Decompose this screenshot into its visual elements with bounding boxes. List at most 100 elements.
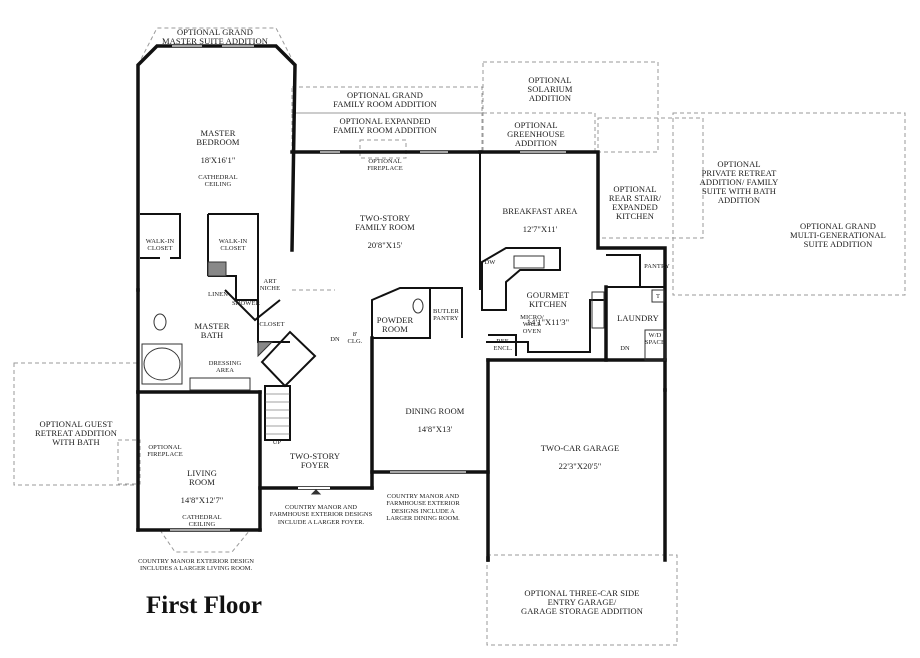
dining-note: COUNTRY MANOR AND FARMHOUSE EXTERIOR DES… xyxy=(386,493,460,523)
living-room-note: CATHEDRAL CEILING xyxy=(182,514,222,528)
family-window-2-pane xyxy=(420,150,448,154)
guest-retreat-addition-label: OPTIONAL GUEST RETREAT ADDITION WITH BAT… xyxy=(35,419,117,447)
foyer-stair-2 xyxy=(264,385,291,441)
private-retreat-addition-outline xyxy=(597,117,704,239)
master-bedroom-note: CATHEDRAL CEILING xyxy=(198,174,238,188)
gourmet-kitchen-dims: 14'1"X11'3" xyxy=(526,317,570,327)
t-tub-label: T xyxy=(655,293,661,300)
laundry-label: LAUNDRY xyxy=(617,313,659,323)
master-toilet xyxy=(153,313,167,331)
multigen-addition-label: OPTIONAL GRAND MULTI-GENERATIONAL SUITE … xyxy=(790,221,886,249)
linen-label: LINEN xyxy=(208,291,228,298)
dining-window-pane xyxy=(390,470,466,474)
family-fireplace-label: OPTIONAL FIREPLACE xyxy=(367,158,403,172)
dining-room-name: DINING ROOM xyxy=(405,406,465,416)
living-window-pane xyxy=(170,528,230,532)
master-bedroom-dims: 18'X16'1" xyxy=(200,155,236,165)
pantry-walls xyxy=(606,254,641,288)
family-room-label: TWO-STORY FAMILY ROOM 20'8"X15' xyxy=(330,205,440,259)
butler-pantry-walls xyxy=(430,287,463,338)
ceiling-8-label: 8' CLG. xyxy=(347,331,363,345)
stair-treads xyxy=(265,393,290,435)
living-fireplace-outline xyxy=(117,439,141,485)
washer-dryer xyxy=(644,329,666,361)
up-label: UP xyxy=(272,439,282,446)
breakfast-area-name: BREAKFAST AREA xyxy=(502,206,578,216)
walkin-closet-1-label: WALK-IN CLOSET xyxy=(145,238,175,252)
grand-family-addition-label: OPTIONAL GRAND FAMILY ROOM ADDITION xyxy=(333,90,437,109)
powder-toilet xyxy=(412,298,424,314)
walls xyxy=(136,44,667,562)
art-niche-label: ART NICHE xyxy=(259,278,281,292)
fixtures xyxy=(141,255,666,495)
master-window-2-pane xyxy=(222,44,254,48)
foyer-note: COUNTRY MANOR AND FARMHOUSE EXTERIOR DES… xyxy=(269,504,373,526)
laundry-tub xyxy=(651,289,665,303)
three-car-garage-label: OPTIONAL THREE-CAR SIDE ENTRY GARAGE/ GA… xyxy=(520,588,644,616)
greenhouse-addition-label: OPTIONAL GREENHOUSE ADDITION xyxy=(507,120,565,148)
family-fireplace-outline xyxy=(359,139,407,159)
ref-encl-label: REF. ENCL. xyxy=(493,338,513,352)
micro-wall-oven-label: MICRO/ WALL OVEN xyxy=(520,314,544,335)
foyer-label: TWO-STORY FOYER xyxy=(289,451,341,470)
living-room-dims: 14'8"X12'7" xyxy=(180,495,224,505)
dw-label: DW xyxy=(484,259,496,266)
powder-room-label: POWDER ROOM xyxy=(376,315,414,334)
dining-room-dims: 14'8"X13' xyxy=(417,424,453,434)
wd-space-label: W/D SPACE xyxy=(644,332,666,346)
powder-room-walls xyxy=(371,287,431,339)
stair-tread-lines xyxy=(265,393,290,435)
walkin-closet-2-walls xyxy=(208,213,259,262)
shower-label: SHOWER xyxy=(231,300,261,307)
three-car-garage-outline xyxy=(486,554,678,646)
garage-label: TWO-CAR GARAGE 22'3"X20'5" xyxy=(520,435,640,480)
vanity xyxy=(189,377,251,391)
foyer-stair xyxy=(260,330,317,388)
bathtub xyxy=(143,347,181,381)
shower-diagonal xyxy=(224,289,281,322)
master-suite-addition-label: OPTIONAL GRAND MASTER SUITE ADDITION xyxy=(162,27,268,46)
dn-2-label: DN xyxy=(620,345,630,352)
living-fireplace-label: OPTIONAL FIREPLACE xyxy=(147,444,183,458)
bathtub-box xyxy=(141,343,183,385)
pantry-label: PANTRY xyxy=(644,263,670,270)
walkin-closet-2-label: WALK-IN CLOSET xyxy=(218,238,248,252)
gourmet-kitchen-label: GOURMET KITCHEN 14'1"X11'3" xyxy=(510,282,586,336)
private-retreat-addition-label: OPTIONAL PRIVATE RETREAT ADDITION/ FAMIL… xyxy=(699,159,779,205)
ref-enclosure xyxy=(488,334,517,356)
closet-label: CLOSET xyxy=(259,321,285,328)
closet-shade xyxy=(257,341,274,358)
kitchen-counter xyxy=(486,299,606,353)
living-room-name: LIVING ROOM xyxy=(187,468,217,487)
master-bedroom-walls xyxy=(136,44,297,292)
rear-stair-label: OPTIONAL REAR STAIR/ EXPANDED KITCHEN xyxy=(608,184,662,221)
entry-arrow xyxy=(310,489,322,495)
master-bedroom-name: MASTER BEDROOM xyxy=(196,128,240,147)
breakfast-window-pane xyxy=(520,150,566,154)
solarium-addition-label: OPTIONAL SOLARIUM ADDITION xyxy=(527,75,573,103)
breakfast-area-label: BREAKFAST AREA 12'7"X11' xyxy=(490,198,590,243)
dressing-area-label: DRESSING AREA xyxy=(208,360,242,374)
butler-pantry-label: BUTLER PANTRY xyxy=(433,308,459,322)
cooktop xyxy=(591,291,605,329)
living-note: COUNTRY MANOR EXTERIOR DESIGN INCLUDES A… xyxy=(138,558,254,573)
windows xyxy=(170,45,566,531)
kitchen-island xyxy=(481,247,561,311)
living-room-label: LIVING ROOM 14'8"X12'7" CATHEDRAL CEILIN… xyxy=(165,460,239,537)
family-room-name: TWO-STORY FAMILY ROOM xyxy=(355,213,415,232)
master-bedroom-label: MASTER BEDROOM 18'X16'1" CATHEDRAL CEILI… xyxy=(180,120,256,197)
family-window-1-pane xyxy=(320,150,340,154)
greenhouse-addition-outline xyxy=(482,112,596,154)
garage-dims: 22'3"X20'5" xyxy=(558,461,602,471)
window-panes xyxy=(170,44,566,532)
family-room-dims: 20'8"X15' xyxy=(367,240,403,250)
dn-1-label: DN xyxy=(330,336,340,343)
floor-title: First Floor xyxy=(146,592,262,619)
kitchen-sink xyxy=(513,255,545,269)
dining-room-label: DINING ROOM 14'8"X13' xyxy=(385,398,485,443)
master-window-1-pane xyxy=(172,44,202,48)
master-suite-addition-outline xyxy=(137,27,296,66)
multigen-addition-outline xyxy=(672,112,906,296)
garage-name: TWO-CAR GARAGE xyxy=(540,443,620,453)
